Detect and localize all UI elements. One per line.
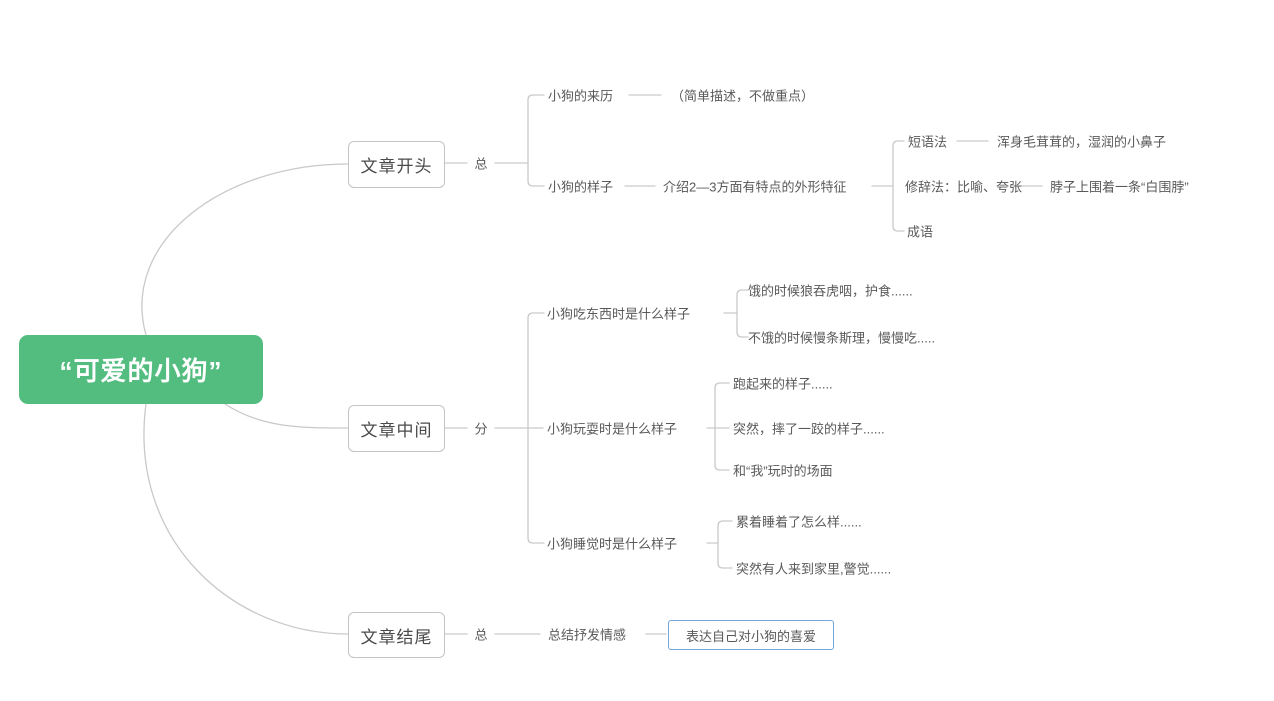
bracket-playing-children <box>714 382 730 471</box>
node-playing-falling[interactable]: 突然，摔了一跤的样子...... <box>733 421 885 437</box>
bracket-appearance-children <box>892 140 905 232</box>
tag-label-ending[interactable]: 总 <box>474 627 488 643</box>
node-dog-origin-note[interactable]: （简单描述，不做重点） <box>671 88 815 104</box>
node-phrase-method-note[interactable]: 浑身毛茸茸的，湿润的小鼻子 <box>997 134 1167 150</box>
curve-root-to-middle <box>224 403 349 429</box>
highlight-node-express-love[interactable]: 表达自己对小狗的喜爱 <box>668 620 834 650</box>
bracket-opening-children <box>527 94 545 187</box>
node-rhetoric-method[interactable]: 修辞法：比喻、夸张 <box>905 179 1023 195</box>
node-dog-appearance[interactable]: 小狗的样子 <box>548 179 614 195</box>
bracket-eating-children <box>736 289 749 338</box>
tag-label-opening[interactable]: 总 <box>474 156 488 172</box>
node-dog-sleeping[interactable]: 小狗睡觉时是什么样子 <box>547 536 678 552</box>
node-dog-origin[interactable]: 小狗的来历 <box>548 88 614 104</box>
tag-label-middle[interactable]: 分 <box>474 421 488 437</box>
node-idiom[interactable]: 成语 <box>907 224 934 240</box>
node-phrase-method[interactable]: 短语法 <box>908 134 948 150</box>
node-sleeping-tired[interactable]: 累着睡着了怎么样...... <box>736 514 862 530</box>
node-sleeping-alert[interactable]: 突然有人来到家里,警觉...... <box>736 561 892 577</box>
node-summarize-emotion[interactable]: 总结抒发情感 <box>548 627 627 643</box>
branch-box-opening[interactable]: 文章开头 <box>348 141 445 188</box>
node-eating-not-hungry[interactable]: 不饿的时候慢条斯理，慢慢吃..... <box>748 330 936 346</box>
node-eating-hungry[interactable]: 饿的时候狼吞虎咽，护食...... <box>748 283 913 299</box>
bracket-middle-children <box>527 312 545 544</box>
branch-box-middle[interactable]: 文章中间 <box>348 405 445 452</box>
node-playing-running[interactable]: 跑起来的样子...... <box>733 376 833 392</box>
curve-root-to-ending <box>143 403 349 635</box>
curve-root-to-opening <box>141 163 349 336</box>
bracket-sleeping-children <box>717 520 733 569</box>
node-dog-playing[interactable]: 小狗玩耍时是什么样子 <box>547 421 678 437</box>
node-playing-with-me[interactable]: 和“我”玩时的场面 <box>733 463 833 479</box>
node-rhetoric-method-note[interactable]: 脖子上围着一条“白围脖” <box>1050 179 1189 195</box>
branch-box-ending[interactable]: 文章结尾 <box>348 612 445 658</box>
node-dog-eating[interactable]: 小狗吃东西时是什么样子 <box>547 306 691 322</box>
root-node[interactable]: “可爱的小狗” <box>19 335 263 404</box>
node-dog-appearance-note[interactable]: 介绍2—3方面有特点的外形特征 <box>663 179 847 195</box>
